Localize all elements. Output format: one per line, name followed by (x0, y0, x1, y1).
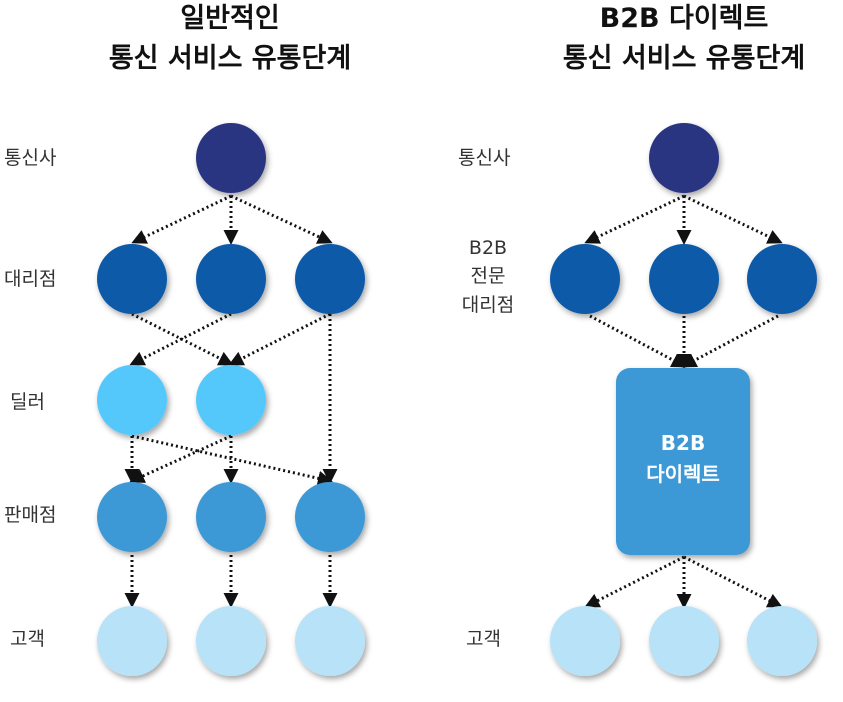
right-agency-node-2 (649, 244, 719, 314)
node-layer (97, 123, 817, 676)
left-retailer-node-2 (196, 482, 266, 552)
left-dealer-node-2 (196, 365, 266, 435)
right-label-customer: 고객 (466, 628, 501, 650)
left-arrow-carrier-agency-1 (131, 194, 232, 244)
left-label-carrier: 통신사 (4, 147, 56, 169)
b2b-direct-box-line2: 다이렉트 (646, 462, 720, 486)
right-arrow-agency1-box (589, 314, 687, 368)
right-title-line2: 통신 서비스 유통단계 (563, 43, 805, 74)
right-arrow-carrier-agency-1 (584, 194, 685, 244)
b2b-direct-box-line1: B2B (661, 431, 705, 455)
arrow-layer (124, 194, 783, 609)
right-customer-node-1 (550, 606, 620, 676)
right-label-carrier: 통신사 (458, 147, 510, 169)
right-arrow-agency3-box (681, 314, 779, 368)
left-arrow-agency3-dealer2 (228, 312, 331, 366)
right-title-line1: B2B 다이렉트 (600, 3, 769, 34)
right-agency-node-3 (747, 244, 817, 314)
left-title-line1: 일반적인 (180, 3, 279, 34)
left-dealer-node-1 (97, 365, 167, 435)
left-arrow-agency2-dealer1 (129, 312, 232, 366)
left-customer-node-2 (196, 606, 266, 676)
left-retailer-node-3 (295, 482, 365, 552)
right-arrow-box-customer-1 (584, 555, 685, 608)
left-agency-node-2 (196, 244, 266, 314)
right-arrow-carrier-agency-3 (683, 194, 783, 244)
right-agency-node-1 (550, 244, 620, 314)
left-title-line2: 통신 서비스 유통단계 (109, 43, 351, 74)
right-label-agency-line1: B2B (469, 237, 507, 259)
left-arrow-dealer1-retailer3 (131, 434, 333, 486)
right-arrow-box-customer-3 (683, 555, 783, 608)
left-label-customer: 고객 (10, 628, 45, 650)
left-agency-node-3 (295, 244, 365, 314)
right-customer-node-2 (649, 606, 719, 676)
left-label-dealer: 딜러 (10, 391, 45, 413)
right-customer-node-3 (747, 606, 817, 676)
left-customer-node-3 (295, 606, 365, 676)
b2b-direct-box (616, 368, 750, 555)
left-retailer-node-1 (97, 482, 167, 552)
left-customer-node-1 (97, 606, 167, 676)
right-carrier-node (649, 123, 719, 193)
left-arrow-dealer2-retailer1 (129, 434, 232, 483)
left-carrier-node (196, 123, 266, 193)
left-label-retailer: 판매점 (4, 504, 56, 526)
right-label-agency-line3: 대리점 (462, 294, 514, 316)
right-label-agency-line2: 전문 (471, 265, 506, 287)
left-agency-node-1 (97, 244, 167, 314)
left-arrow-carrier-agency-3 (230, 194, 333, 244)
left-label-agency: 대리점 (4, 268, 56, 290)
